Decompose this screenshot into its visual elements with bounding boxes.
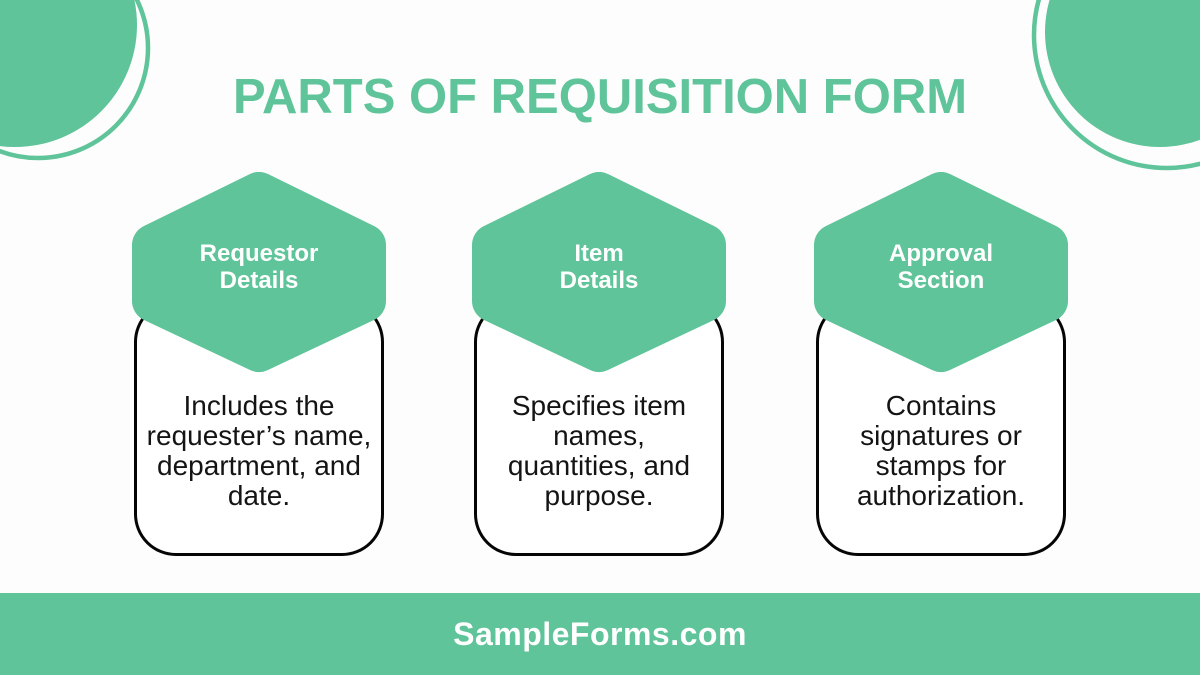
- card-title: Approval Section: [888, 240, 993, 294]
- card-requestor-details: Requestor Details Includes the requester…: [132, 172, 386, 556]
- card-title: Item Details: [559, 240, 639, 294]
- footer-bar: SampleForms.com: [0, 593, 1200, 675]
- hexagon-header-shape: [814, 172, 1068, 372]
- footer-brand: SampleForms.com: [453, 615, 747, 652]
- hexagon-header-shape: [132, 172, 386, 372]
- card-description: Includes the requester’s name, departmen…: [146, 390, 372, 511]
- hexagon-header-shape: [472, 172, 726, 372]
- page-title: PARTS OF REQUISITION FORM: [232, 70, 968, 124]
- card-description: Contains signatures or stamps for author…: [856, 390, 1026, 511]
- card-description: Specifies item names, quantities, and pu…: [507, 390, 691, 511]
- card-approval-section: Approval Section Contains signatures or …: [814, 172, 1068, 556]
- card-title: Requestor Details: [199, 240, 319, 294]
- card-item-details: Item Details Specifies item names, quant…: [472, 172, 726, 556]
